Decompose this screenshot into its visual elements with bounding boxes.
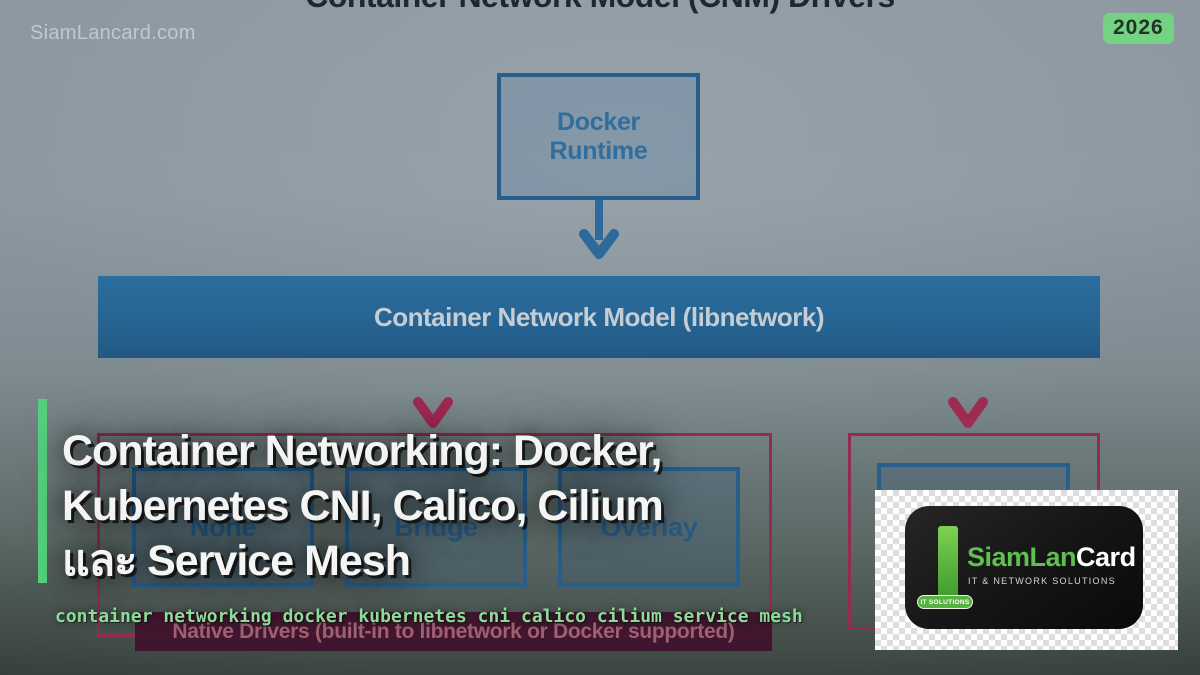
headline: Container Networking: Docker, Kubernetes…: [62, 424, 962, 589]
logo-brand-green: SiamLan: [967, 542, 1077, 572]
headline-accent-bar: [38, 399, 47, 583]
driver-box-overlay: Overlay: [558, 467, 740, 587]
slide-title: Container Network Model (CNM) Drivers: [0, 0, 1200, 14]
logo-brand-text: SiamLanCard: [967, 542, 1136, 573]
watermark-url: SiamLancard.com: [30, 22, 196, 44]
arrow-down-gradient-right-icon: [948, 356, 988, 428]
driver-label-overlay: Overlay: [600, 511, 698, 542]
logo-it-solutions-badge: IT SOLUTIONS: [917, 595, 973, 609]
driver-label-bridge: Bridge: [394, 511, 478, 542]
brand-logo-card: IT SOLUTIONS SiamLanCard IT & NETWORK SO…: [905, 506, 1143, 629]
keywords-line: container networking docker kubernetes c…: [55, 606, 803, 627]
arrow-down-gradient-left-icon: [413, 356, 453, 428]
native-drivers-caption: Native Drivers (built-in to libnetwork o…: [172, 619, 735, 643]
cnm-libnetwork-bar: Container Network Model (libnetwork): [98, 276, 1100, 358]
logo-tagline: IT & NETWORK SOLUTIONS: [968, 576, 1116, 586]
driver-label-none: None: [189, 511, 257, 542]
docker-runtime-box: Docker Runtime: [497, 73, 700, 200]
arrow-down-icon: [579, 200, 619, 259]
headline-line-3: และ Service Mesh: [62, 537, 411, 585]
native-drivers-caption-banner: Native Drivers (built-in to libnetwork o…: [135, 612, 772, 651]
driver-box-none: None: [132, 467, 314, 587]
headline-line-2: Kubernetes CNI, Calico, Cilium: [62, 482, 664, 530]
logo-green-bar-icon: [938, 526, 958, 602]
logo-brand-white: Card: [1076, 542, 1136, 572]
docker-runtime-label: Docker Runtime: [549, 107, 648, 165]
cnm-libnetwork-label: Container Network Model (libnetwork): [373, 301, 825, 332]
brand-logo: IT SOLUTIONS SiamLanCard IT & NETWORK SO…: [875, 490, 1178, 650]
headline-line-1: Container Networking: Docker,: [62, 427, 662, 475]
year-badge: 2026: [1103, 13, 1174, 44]
driver-box-bridge: Bridge: [345, 467, 527, 587]
